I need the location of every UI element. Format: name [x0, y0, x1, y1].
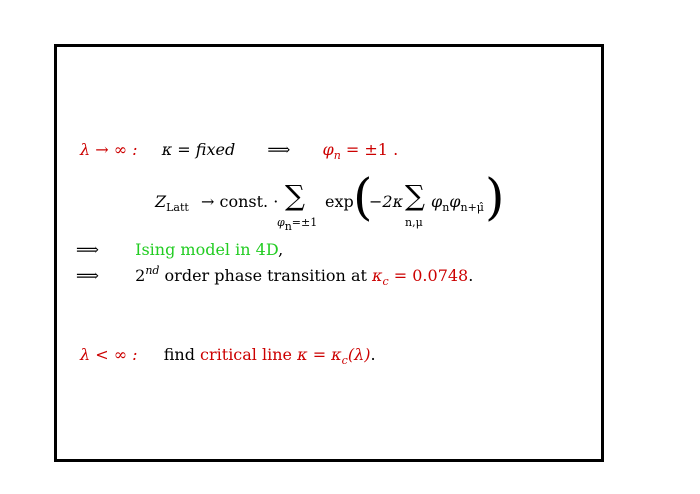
second-order-text: 2nd order phase transition at [135, 264, 372, 285]
implies-arrow: ⟹ [76, 240, 99, 259]
slide-frame [54, 44, 604, 462]
sum-2-subscript: n,μ [405, 216, 423, 229]
kappa-critical-value: κc = 0.0748 [372, 266, 469, 288]
ising-line: ⟹ Ising model in 4D, [76, 240, 283, 259]
kappa-fixed-text: κ = fixed [161, 140, 236, 159]
paren-open: ( [353, 168, 373, 226]
sum-symbol-1: ∑ [285, 179, 305, 212]
ising-model-text: Ising model in 4D [135, 240, 279, 259]
limit-line: λ → ∞ : κ = fixed ⟹ φn = ±1 . [80, 140, 398, 162]
exp-function: exp [325, 192, 354, 211]
sum-1-subscript: φn=±1 [277, 216, 318, 233]
z-latt: ZLatt [155, 192, 189, 214]
find-text: find [163, 345, 201, 364]
finite-lambda-line: λ < ∞ : find critical line κ = κc(λ). [80, 345, 376, 367]
minus-two-kappa: −2κ [369, 192, 404, 211]
arrow-const: → const. · [201, 192, 279, 211]
period: . [370, 345, 376, 364]
lambda-finite-condition: λ < ∞ : [80, 345, 138, 364]
lambda-infinity-condition: λ → ∞ : [80, 140, 138, 159]
paren-close: ) [485, 168, 505, 226]
phase-transition-line: ⟹ 2nd order phase transition at κc = 0.0… [76, 264, 473, 288]
phi-product: φnφn+μ̂ [431, 192, 484, 214]
period: . [468, 266, 474, 285]
implies-arrow: ⟹ [76, 266, 99, 285]
implies-arrow: ⟹ [267, 140, 291, 159]
comma: , [278, 240, 284, 259]
critical-line-text: critical line κ = κc(λ) [200, 345, 371, 367]
phi-constraint: φn = ±1 . [322, 140, 399, 162]
sum-symbol-2: ∑ [405, 179, 425, 212]
